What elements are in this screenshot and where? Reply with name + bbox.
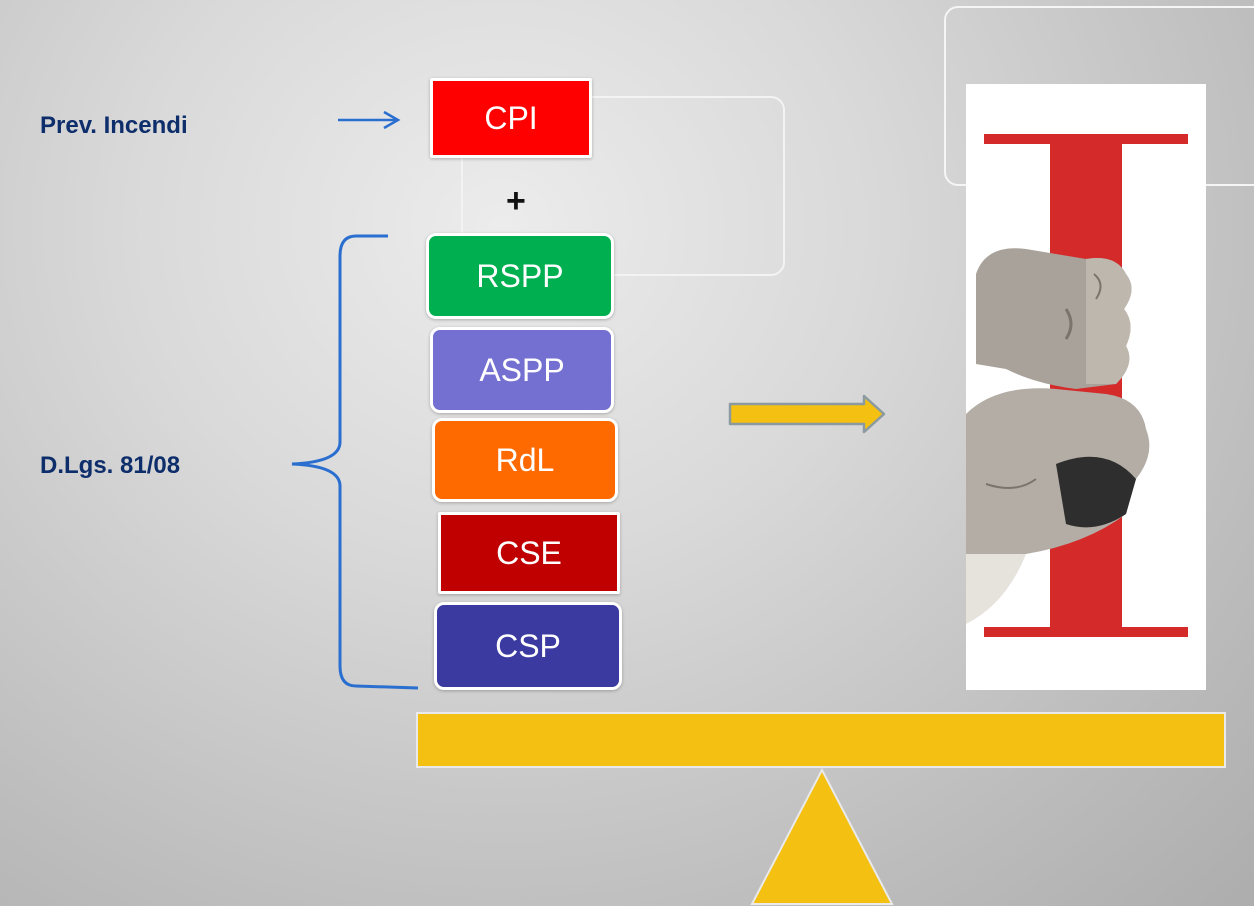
csp-box: CSP: [434, 602, 622, 690]
cpi-box: CPI: [430, 78, 592, 158]
steel-i-beam-icon: [966, 134, 1188, 637]
aspp-box: ASPP: [430, 327, 614, 413]
cse-box: CSE: [438, 512, 620, 594]
rspp-box: RSPP: [426, 233, 614, 319]
prev-incendi-label: Prev. Incendi: [40, 112, 188, 139]
arrow-to-cpi-icon: [338, 110, 401, 130]
connector-frame-left: [461, 96, 785, 276]
fulcrum-triangle-icon: [750, 767, 894, 905]
curly-brace-icon: [291, 234, 419, 690]
balance-beam: [416, 712, 1226, 768]
big-right-arrow-icon: [728, 394, 886, 434]
i-beam-hands-image: [966, 84, 1206, 690]
dlgs-label: D.Lgs. 81/08: [40, 452, 181, 479]
plus-sign: +: [506, 182, 526, 220]
rdl-box: RdL: [432, 418, 618, 502]
